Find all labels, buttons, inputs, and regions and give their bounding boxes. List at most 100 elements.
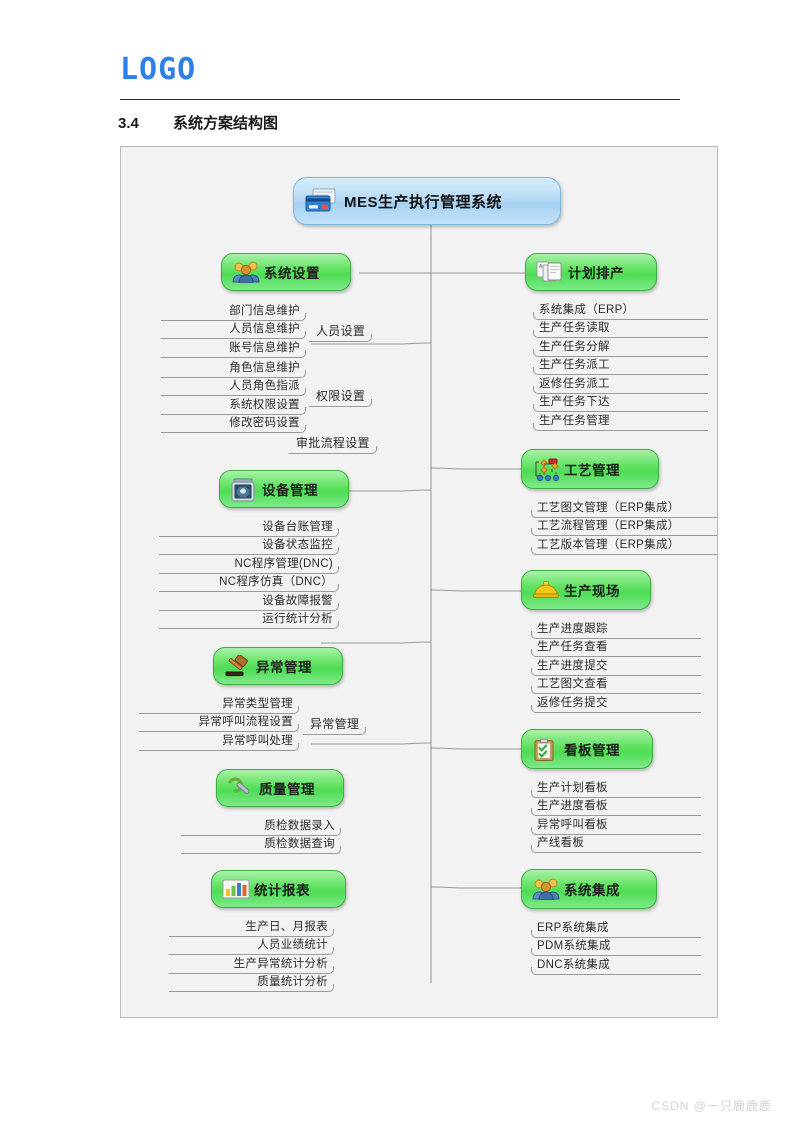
leaf-item[interactable]: 异常呼叫处理 bbox=[139, 732, 299, 751]
root-node-label: MES生产执行管理系统 bbox=[344, 193, 503, 211]
branch-node-system-settings[interactable]: 系统设置 bbox=[221, 253, 351, 291]
leaf-group-integration: ERP系统集成 PDM系统集成 DNC系统集成 bbox=[531, 919, 701, 975]
leaf-item[interactable]: 异常呼叫看板 bbox=[531, 816, 701, 835]
root-node[interactable]: MES生产执行管理系统 bbox=[293, 177, 561, 225]
header-divider bbox=[120, 99, 680, 100]
leaf-item[interactable]: 质检数据查询 bbox=[181, 836, 341, 855]
branch-node-quality[interactable]: 质量管理 bbox=[216, 769, 344, 807]
machine-icon bbox=[230, 478, 256, 502]
branch-node-shopfloor[interactable]: 生产现场 bbox=[521, 570, 651, 610]
leaf-item[interactable]: NC程序管理(DNC) bbox=[159, 555, 339, 574]
leaf-item[interactable]: 人员信息维护 bbox=[161, 321, 306, 340]
leaf-item[interactable]: 产线看板 bbox=[531, 835, 701, 854]
leaf-item[interactable]: 人员角色指派 bbox=[161, 378, 306, 397]
section-title: 系统方案结构图 bbox=[173, 115, 279, 132]
leaf-item[interactable]: 生产进度看板 bbox=[531, 798, 701, 817]
leaf-item[interactable]: 部门信息维护 bbox=[161, 302, 306, 321]
watermark: CSDN @一只鹿鹿鹿 bbox=[651, 1099, 772, 1113]
branch-node-integration[interactable]: 系统集成 bbox=[521, 869, 657, 909]
branch-label: 看板管理 bbox=[564, 743, 620, 758]
branch-label: 系统设置 bbox=[264, 266, 320, 281]
leaf-item[interactable]: 生产日、月报表 bbox=[169, 918, 334, 937]
leaf-group-equipment: 设备台账管理 设备状态监控 NC程序管理(DNC) NC程序仿真（DNC） 设备… bbox=[159, 518, 339, 629]
branch-node-equipment[interactable]: 设备管理 bbox=[219, 470, 349, 508]
leaf-item[interactable]: 系统权限设置 bbox=[161, 396, 306, 415]
leaf-item[interactable]: 返修任务提交 bbox=[531, 694, 701, 713]
leaf-group-planning: 系统集成（ERP） 生产任务读取 生产任务分解 生产任务派工 返修任务派工 生产… bbox=[533, 301, 708, 431]
documents-icon: A bbox=[536, 261, 562, 283]
leaf-item[interactable]: 工艺流程管理（ERP集成） bbox=[531, 518, 717, 537]
caliper-icon bbox=[227, 777, 253, 799]
helmet-icon bbox=[532, 579, 559, 601]
group-label-approval-flow[interactable]: 审批流程设置 bbox=[289, 432, 377, 454]
connector-wires bbox=[311, 225, 525, 983]
leaf-item[interactable]: 账号信息维护 bbox=[161, 339, 306, 358]
document-header: LOGO bbox=[120, 55, 680, 85]
clipboard-check-icon bbox=[532, 738, 558, 761]
leaf-group-quality: 质检数据录入 质检数据查询 bbox=[181, 817, 341, 854]
branch-label: 统计报表 bbox=[254, 883, 310, 898]
leaf-item[interactable]: 生产任务查看 bbox=[531, 639, 701, 658]
leaf-group-kanban: 生产计划看板 生产进度看板 异常呼叫看板 产线看板 bbox=[531, 779, 701, 853]
leaf-item[interactable]: 设备状态监控 bbox=[159, 537, 339, 556]
leaf-item[interactable]: 质检数据录入 bbox=[181, 817, 341, 836]
leaf-item[interactable]: 工艺图文查看 bbox=[531, 676, 701, 695]
cards-icon bbox=[304, 188, 338, 214]
bar-chart-icon bbox=[222, 878, 250, 900]
leaf-item[interactable]: 工艺图文管理（ERP集成） bbox=[531, 499, 717, 518]
leaf-group-shopfloor: 生产进度跟踪 生产任务查看 生产进度提交 工艺图文查看 返修任务提交 bbox=[531, 620, 701, 713]
leaf-item[interactable]: 系统集成（ERP） bbox=[533, 301, 708, 320]
branch-label: 生产现场 bbox=[564, 584, 620, 599]
leaf-item[interactable]: 工艺版本管理（ERP集成） bbox=[531, 536, 717, 555]
leaf-group-personnel-settings: 部门信息维护 人员信息维护 账号信息维护 bbox=[161, 302, 306, 358]
group-label-exception[interactable]: 异常管理 bbox=[303, 713, 367, 735]
svg-text:A: A bbox=[539, 264, 543, 270]
branch-label: 异常管理 bbox=[256, 660, 312, 675]
leaf-item[interactable]: 生产任务分解 bbox=[533, 338, 708, 357]
leaf-item[interactable]: 生产进度跟踪 bbox=[531, 620, 701, 639]
branch-label: 计划排产 bbox=[568, 266, 624, 281]
leaf-item[interactable]: PDM系统集成 bbox=[531, 938, 701, 957]
leaf-item[interactable]: 生产任务下达 bbox=[533, 394, 708, 413]
leaf-group-process: 工艺图文管理（ERP集成） 工艺流程管理（ERP集成） 工艺版本管理（ERP集成… bbox=[531, 499, 717, 555]
leaf-item[interactable]: 生产任务读取 bbox=[533, 320, 708, 339]
leaf-item[interactable]: 返修任务派工 bbox=[533, 375, 708, 394]
branch-node-reports[interactable]: 统计报表 bbox=[211, 870, 346, 908]
leaf-item[interactable]: 生产异常统计分析 bbox=[169, 955, 334, 974]
leaf-group-exception: 异常类型管理 异常呼叫流程设置 异常呼叫处理 bbox=[139, 695, 299, 751]
branch-label: 系统集成 bbox=[564, 883, 620, 898]
branch-label: 质量管理 bbox=[259, 782, 315, 797]
branch-node-process[interactable]: 工艺管理 bbox=[521, 449, 659, 489]
leaf-item[interactable]: ERP系统集成 bbox=[531, 919, 701, 938]
branch-label: 设备管理 bbox=[262, 483, 318, 498]
branch-node-kanban[interactable]: 看板管理 bbox=[521, 729, 653, 769]
leaf-item[interactable]: 设备故障报警 bbox=[159, 592, 339, 611]
leaf-item[interactable]: DNC系统集成 bbox=[531, 956, 701, 975]
leaf-item[interactable]: 生产任务派工 bbox=[533, 357, 708, 376]
leaf-item[interactable]: 质量统计分析 bbox=[169, 974, 334, 993]
logo: LOGO bbox=[120, 52, 197, 87]
leaf-item[interactable]: 生产进度提交 bbox=[531, 657, 701, 676]
leaf-item[interactable]: 异常类型管理 bbox=[139, 695, 299, 714]
users-group-icon bbox=[532, 878, 560, 901]
leaf-group-permission-settings: 角色信息维护 人员角色指派 系统权限设置 修改密码设置 bbox=[161, 359, 306, 433]
leaf-item[interactable]: 人员业绩统计 bbox=[169, 937, 334, 956]
diagram-canvas: MES生产执行管理系统 系统设置 部门信息维护 人员信息维护 账号信息维护 人员… bbox=[120, 146, 718, 1018]
leaf-item[interactable]: 异常呼叫流程设置 bbox=[139, 714, 299, 733]
leaf-item[interactable]: 设备台账管理 bbox=[159, 518, 339, 537]
group-label-permission-settings[interactable]: 权限设置 bbox=[309, 385, 373, 407]
group-label-personnel-settings[interactable]: 人员设置 bbox=[309, 320, 373, 342]
flowchart-icon bbox=[532, 458, 560, 482]
branch-node-exception[interactable]: 异常管理 bbox=[213, 647, 343, 685]
leaf-item[interactable]: 生产计划看板 bbox=[531, 779, 701, 798]
leaf-item[interactable]: 修改密码设置 bbox=[161, 415, 306, 434]
leaf-item[interactable]: 生产任务管理 bbox=[533, 412, 708, 431]
leaf-item[interactable]: NC程序仿真（DNC） bbox=[159, 574, 339, 593]
leaf-group-reports: 生产日、月报表 人员业绩统计 生产异常统计分析 质量统计分析 bbox=[169, 918, 334, 992]
users-group-icon bbox=[232, 261, 260, 284]
leaf-item[interactable]: 运行统计分析 bbox=[159, 611, 339, 630]
branch-node-planning[interactable]: A 计划排产 bbox=[525, 253, 657, 291]
branch-label: 工艺管理 bbox=[564, 463, 620, 478]
leaf-item[interactable]: 角色信息维护 bbox=[161, 359, 306, 378]
